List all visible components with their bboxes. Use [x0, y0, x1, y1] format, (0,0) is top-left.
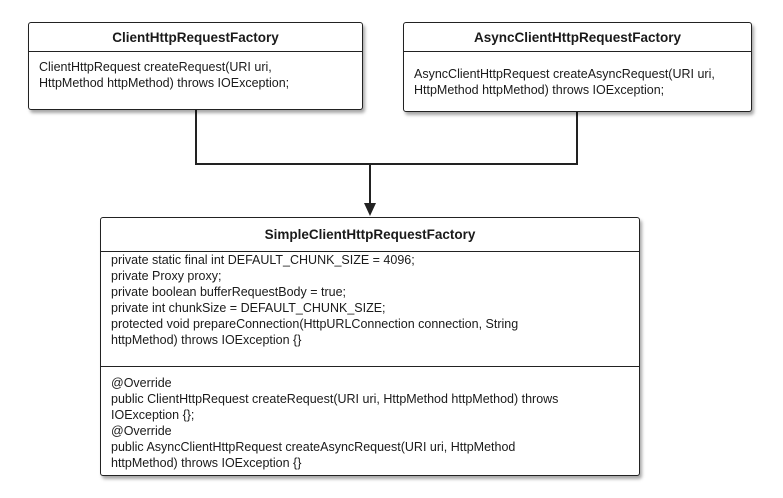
methods-section: ClientHttpRequest createRequest(URI uri,…	[29, 52, 362, 91]
annotation-line: @Override	[111, 376, 172, 390]
field-line: httpMethod) throws IOException {}	[111, 333, 302, 347]
async-client-http-request-factory-box[interactable]: AsyncClientHttpRequestFactory AsyncClien…	[403, 22, 752, 112]
method-line: HttpMethod httpMethod) throws IOExceptio…	[39, 76, 290, 90]
method-line: AsyncClientHttpRequest createAsyncReques…	[414, 67, 715, 81]
methods-section: AsyncClientHttpRequest createAsyncReques…	[404, 52, 751, 98]
method-line: httpMethod) throws IOException {}	[111, 456, 302, 470]
annotation-line: @Override	[111, 424, 172, 438]
box-title: ClientHttpRequestFactory	[29, 23, 362, 52]
method-line: public ClientHttpRequest createRequest(U…	[111, 392, 559, 406]
method-line: ClientHttpRequest createRequest(URI uri,	[39, 60, 272, 74]
method-line: IOException {};	[111, 408, 195, 422]
method-line: HttpMethod httpMethod) throws IOExceptio…	[414, 83, 665, 97]
box-title: SimpleClientHttpRequestFactory	[101, 218, 639, 252]
methods-section: @Override public ClientHttpRequest creat…	[101, 366, 639, 471]
async-factory-connector	[370, 112, 578, 165]
field-line: private boolean bufferRequestBody = true…	[111, 285, 346, 299]
field-line: private static final int DEFAULT_CHUNK_S…	[111, 253, 415, 267]
field-line: private int chunkSize = DEFAULT_CHUNK_SI…	[111, 301, 386, 315]
fields-section: private static final int DEFAULT_CHUNK_S…	[101, 252, 639, 366]
simple-client-http-request-factory-box[interactable]: SimpleClientHttpRequestFactory private s…	[100, 217, 640, 476]
box-title: AsyncClientHttpRequestFactory	[404, 23, 751, 52]
client-http-request-factory-box[interactable]: ClientHttpRequestFactory ClientHttpReque…	[28, 22, 363, 110]
client-factory-connector	[195, 110, 370, 165]
field-line: private Proxy proxy;	[111, 269, 222, 283]
arrow-head-icon	[364, 203, 376, 216]
method-line: public AsyncClientHttpRequest createAsyn…	[111, 440, 516, 454]
field-line: protected void prepareConnection(HttpURL…	[111, 317, 519, 331]
